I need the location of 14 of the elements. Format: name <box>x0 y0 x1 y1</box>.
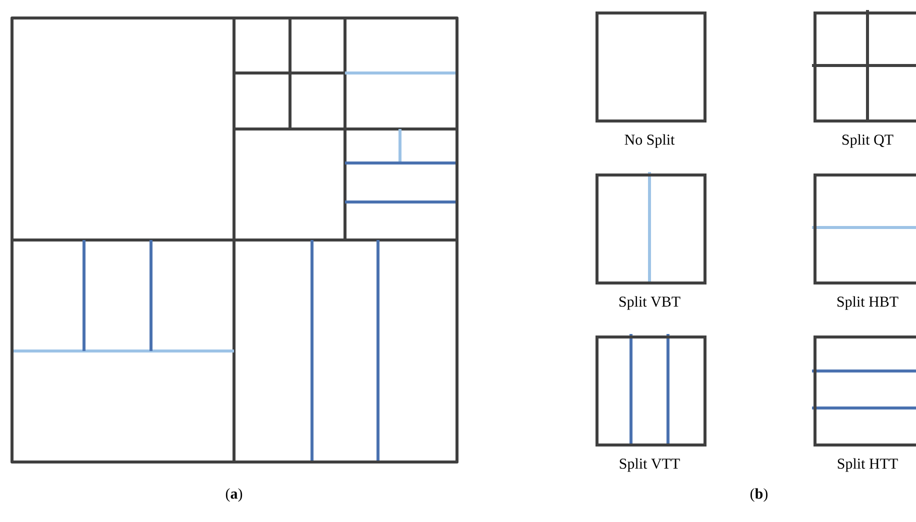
split-label: Split HTT <box>838 458 898 472</box>
split-label: Split VBT <box>619 296 680 310</box>
split-square <box>812 10 916 122</box>
split-label: Split VTT <box>620 458 680 472</box>
split-square <box>596 334 706 446</box>
split-square <box>812 335 916 446</box>
split-square <box>596 172 706 284</box>
split-label: Split QT <box>842 134 894 148</box>
panel-label: (b) <box>750 488 768 502</box>
split-label: Split HBT <box>837 296 898 310</box>
split-label: No Split <box>624 134 675 148</box>
panel-label: (a) <box>226 488 242 502</box>
split-square <box>596 12 706 122</box>
split-square <box>812 174 916 284</box>
